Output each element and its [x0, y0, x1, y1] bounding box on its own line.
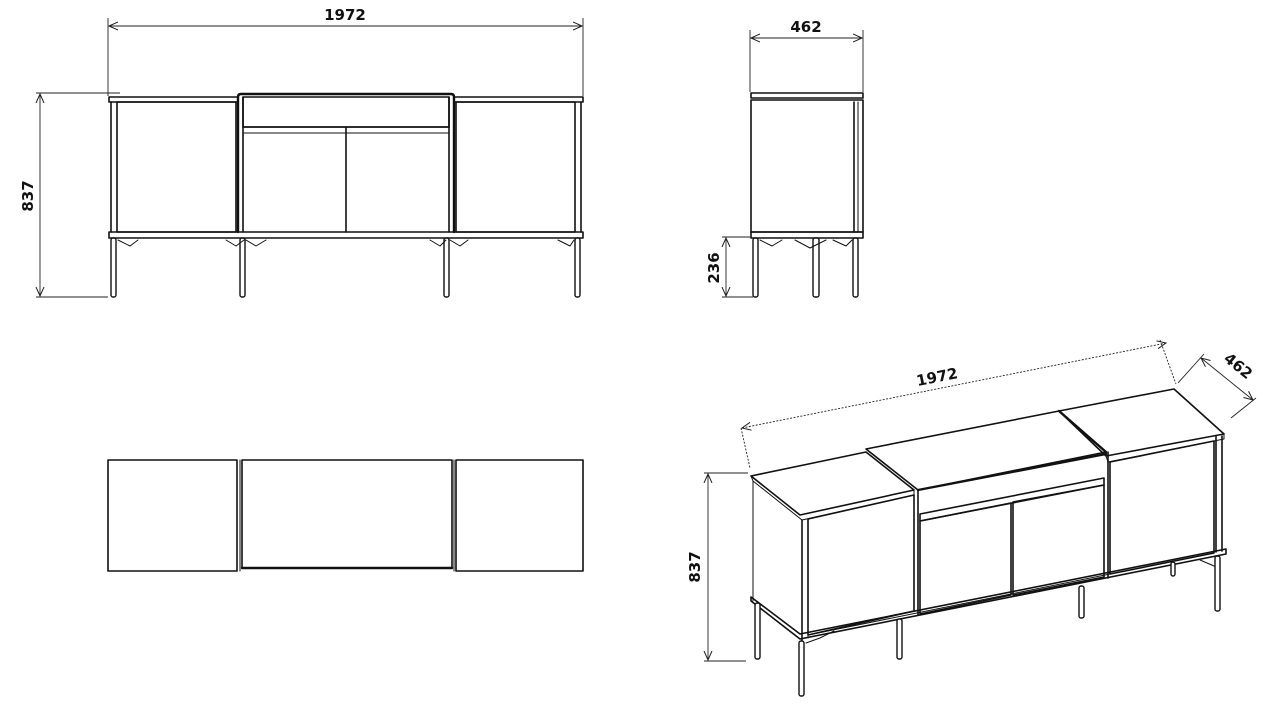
- iso-center-left-door: [919, 502, 1012, 615]
- side-panel: [750, 99, 864, 233]
- iso-height-dimension: 837: [686, 472, 748, 662]
- iso-left-cabinet: [750, 451, 915, 641]
- front-height-dimension: 837: [19, 92, 120, 298]
- front-base-rail: [108, 231, 584, 239]
- front-left-cabinet: [108, 96, 239, 233]
- front-drawer: [242, 96, 450, 128]
- top-right-panel: [455, 459, 584, 572]
- front-legs: [110, 237, 581, 298]
- front-center-cabinet: [236, 92, 456, 234]
- front-right-door: [455, 101, 576, 233]
- front-height-label: 837: [19, 180, 37, 211]
- iso-depth-dimension: 462: [1177, 349, 1257, 419]
- side-depth-dimension: 462: [749, 18, 864, 92]
- iso-legs: [754, 555, 1221, 697]
- front-right-cabinet: [453, 96, 584, 233]
- side-leg-height-dimension: 236: [705, 236, 753, 298]
- top-left-panel: [107, 459, 238, 572]
- iso-base-frame: [750, 548, 1227, 640]
- iso-height-label: 837: [686, 551, 704, 582]
- top-view: [107, 459, 584, 572]
- side-view: 462 236: [705, 18, 864, 298]
- iso-center-right-door: [1012, 484, 1105, 596]
- side-legs: [752, 237, 859, 298]
- side-base-rail: [750, 231, 864, 239]
- front-width-label: 1972: [324, 6, 366, 24]
- front-view: 1972 837: [19, 6, 584, 298]
- side-depth-label: 462: [790, 18, 821, 36]
- front-width-dimension: 1972: [107, 6, 584, 96]
- isometric-view: 1972 462 837: [686, 339, 1257, 697]
- iso-width-dimension: 1972: [740, 339, 1177, 469]
- side-leg-height-label: 236: [705, 252, 723, 283]
- front-left-door: [116, 101, 237, 233]
- top-center-panel: [241, 459, 453, 569]
